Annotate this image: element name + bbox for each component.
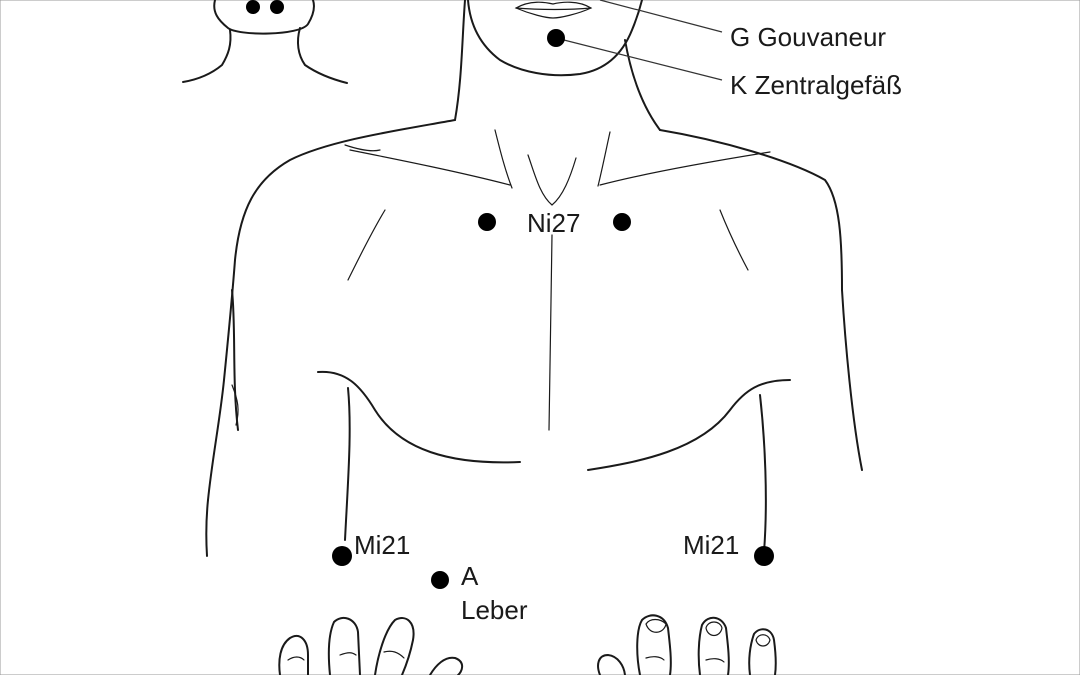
label-zentralgefaess: K Zentralgefäß: [730, 70, 902, 100]
right-hand-outline: [597, 614, 777, 675]
sternum-line: [548, 234, 553, 431]
point-ni27-right: [613, 213, 631, 231]
label-mi21-right: Mi21: [683, 530, 739, 560]
neck-outline: [454, 0, 661, 131]
point-mi21-right: [754, 546, 774, 566]
point-zentralgefaess: [547, 29, 565, 47]
inset-point-left: [246, 0, 260, 14]
label-ni27: Ni27: [527, 208, 580, 238]
face-outline: [467, 0, 643, 77]
zentralgefaess-leader-line: [555, 37, 723, 81]
torso-outline: [205, 119, 863, 557]
inset-head-outline: [182, 0, 348, 84]
point-ni27-left: [478, 213, 496, 231]
gouverneur-leader-line: [599, 0, 723, 33]
inset-point-right: [270, 0, 284, 14]
left-hand-outline: [278, 616, 464, 675]
point-mi21-left: [332, 546, 352, 566]
label-mi21-left: Mi21: [354, 530, 410, 560]
label-gouverneur: G Gouvaneur: [730, 22, 886, 52]
label-leber-a: A: [461, 561, 479, 591]
point-leber: [431, 571, 449, 589]
label-leber: Leber: [461, 595, 528, 625]
